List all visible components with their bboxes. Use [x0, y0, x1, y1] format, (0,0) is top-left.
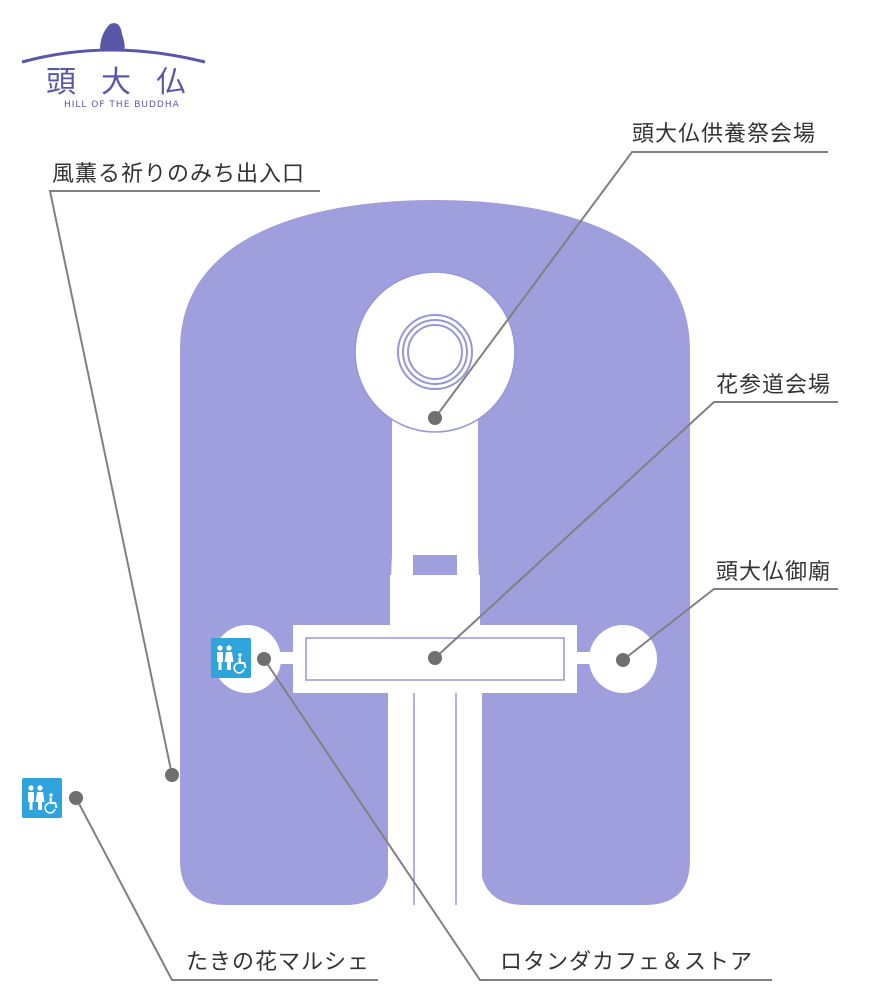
leader-rotunda [263, 658, 772, 981]
leader-memorial [434, 151, 828, 419]
label-memorial-venue: 頭大仏供養祭会場 [632, 122, 817, 147]
central-walkway [392, 420, 478, 555]
leader-mausoleum [622, 588, 838, 661]
leader-marche [75, 797, 378, 981]
label-entrance: 風薫る祈りのみち出入口 [52, 162, 306, 187]
logo-kanji: 頭大仏 [46, 65, 186, 100]
leader-entrance [48, 190, 320, 776]
marker-memorial[interactable] [428, 411, 442, 425]
logo-subtitle: HILL OF THE BUDDHA [64, 100, 180, 110]
label-mausoleum: 頭大仏御廟 [716, 560, 832, 585]
marker-marche[interactable] [69, 791, 83, 805]
buddha-head-plaza [354, 271, 516, 433]
path-stem-right [456, 690, 482, 905]
marker-entrance[interactable] [165, 768, 179, 782]
leader-flower-path [434, 401, 838, 659]
marker-flower-path[interactable] [428, 651, 442, 665]
restroom-icon[interactable] [211, 638, 251, 678]
marker-rotunda[interactable] [257, 652, 271, 666]
label-rotunda: ロタンダカフェ＆ストア [500, 950, 754, 975]
restroom-icon[interactable] [22, 778, 62, 818]
label-marche: たきの花マルシェ [186, 950, 371, 975]
path-stem-left [388, 690, 414, 905]
stair-right [457, 555, 480, 625]
logo: 頭大仏 HILL OF THE BUDDHA [21, 23, 206, 110]
stair-left [390, 555, 413, 625]
label-flower-path-venue: 花参道会場 [716, 373, 832, 398]
marker-mausoleum[interactable] [616, 653, 630, 667]
